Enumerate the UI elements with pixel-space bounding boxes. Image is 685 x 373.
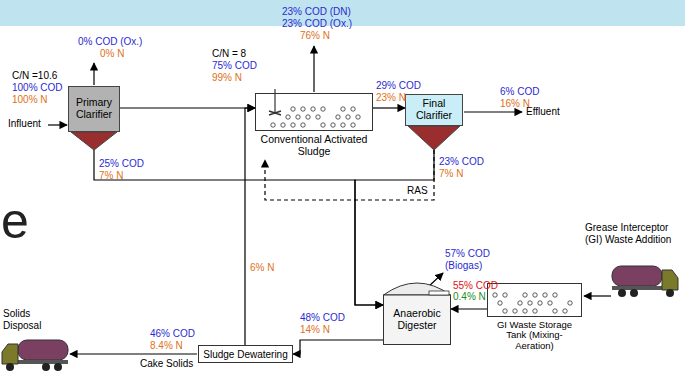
flow-label: 7% N [99, 170, 123, 182]
flow-label: 29% COD [376, 80, 421, 92]
flow-label: 48% COD [300, 312, 345, 324]
primary-clarifier: Primary Clarifier [68, 86, 120, 150]
final-clarifier: Final Clarifier [405, 94, 463, 150]
flow-label: 6% COD [500, 86, 539, 98]
oxidation-arrow [93, 63, 94, 85]
flow-label: Solids Disposal [3, 308, 53, 331]
flow-line [245, 108, 255, 345]
oxidation-arrow [313, 46, 314, 92]
flow-label: 23% COD (DN) [282, 6, 351, 18]
flow-label: 0.4% N [453, 291, 486, 303]
flow-label: 57% COD [445, 248, 490, 260]
flow-label: C/N =10.6 [12, 70, 57, 82]
node-text: Sludge Dewatering [203, 349, 288, 360]
flow-line [355, 150, 434, 305]
flow-label: 55% COD [453, 280, 498, 292]
flow-label: Cake Solids [140, 358, 193, 370]
flow-label: 16% N [500, 98, 530, 110]
slide-text: e [1, 196, 29, 246]
edge-label: RAS [406, 185, 429, 197]
flow-label: 23% N [376, 92, 406, 104]
node-text: GI Waste Storage Tank (Mixing-Aeration) [490, 320, 579, 351]
flow-line [451, 308, 487, 309]
waste-addition-arrow [584, 295, 611, 296]
flow-label: 8.4% N [150, 340, 183, 352]
flow-label: 14% N [300, 324, 330, 336]
flow-label: 7% N [439, 168, 463, 180]
flow-line [94, 150, 383, 305]
flow-line [120, 107, 255, 108]
node-text: Anaerobic Digester [386, 308, 448, 331]
anaerobic-digester: Anaerobic Digester [383, 283, 451, 345]
flow-label: 100% COD [12, 82, 63, 94]
flow-label: (Biogas) [445, 260, 482, 272]
flow-label: 25% COD [99, 158, 144, 170]
node-text: Primary Clarifier [71, 97, 117, 120]
flow-label: 46% COD [150, 328, 195, 340]
flow-label: Effluent [526, 106, 560, 118]
storage-tank: GI Waste Storage Tank (Mixing-Aeration) [487, 283, 582, 354]
flow-label: Influent [8, 118, 41, 130]
flow-label: 76% N [300, 30, 330, 42]
flow-label: 6% N [250, 262, 274, 274]
flow-label: 75% COD [212, 60, 257, 72]
node-text: Conventional Activated Sludge [258, 134, 370, 157]
flow-line [373, 107, 405, 108]
flow-label: C/N = 8 [212, 48, 246, 60]
flow-line [265, 150, 434, 200]
truck [612, 266, 678, 297]
flow-label: 23% COD [439, 156, 484, 168]
flow-label: 99% N [212, 72, 242, 84]
effluent-arrow [464, 111, 522, 112]
flow-label: 0% COD (Ox.) [78, 36, 142, 48]
cake-arrow [70, 353, 197, 354]
flow-label: 23% COD (Ox.) [282, 18, 352, 30]
aeration-tank: Conventional Activated Sludge [255, 93, 373, 160]
flow-label: Grease Interceptor (GI) Waste Addition [585, 222, 680, 245]
influent-arrow [48, 124, 67, 125]
dewatering-box: Sludge Dewatering [198, 345, 293, 363]
flow-label: 100% N [12, 94, 48, 106]
truck [2, 340, 68, 371]
flow-line [293, 340, 383, 354]
flow-label: 0% N [100, 48, 124, 60]
node-text: Final Clarifier [408, 98, 460, 121]
